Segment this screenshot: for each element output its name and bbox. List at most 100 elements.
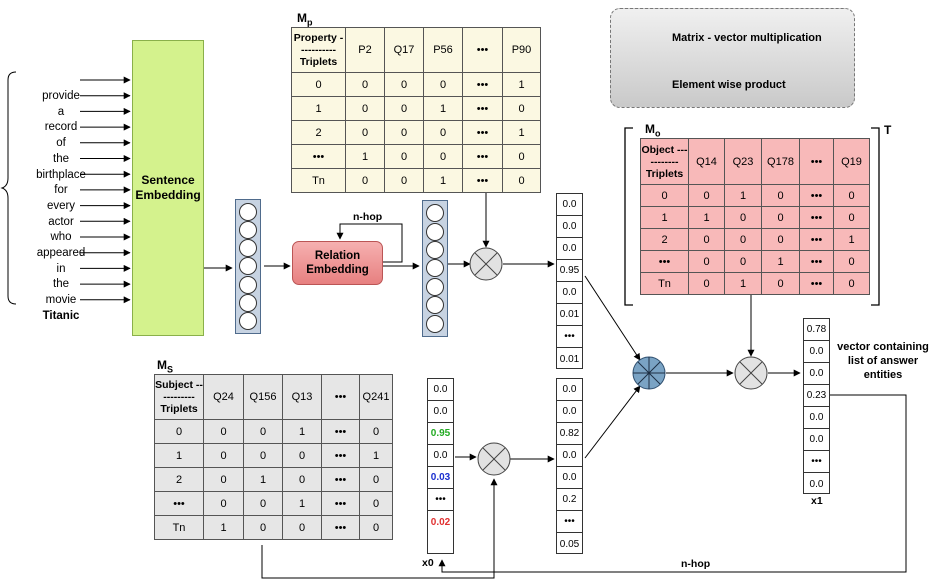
- matrix-cell: 0: [724, 250, 762, 273]
- vector-cell: •••: [557, 326, 582, 348]
- matrix-cell: •••: [462, 168, 503, 193]
- vector-cell: •••: [557, 511, 582, 533]
- nhop-loop-label: n-hop: [353, 211, 383, 223]
- matrix-cell: 0: [833, 250, 870, 273]
- matrix-header-cell: Object ----------- Triplets: [640, 138, 689, 185]
- nhop-return-label: n-hop: [681, 558, 711, 570]
- matrix-cell: 0: [384, 120, 424, 145]
- matrix-cell: 0: [761, 228, 800, 251]
- matrix-cell: 1: [345, 144, 385, 169]
- matrix-header-cell: •••: [799, 138, 834, 185]
- matrix-header-cell: Q156: [243, 374, 283, 420]
- matrix-cell: 0: [761, 272, 800, 295]
- matrix-cell: 0: [243, 491, 283, 516]
- sentence-word: record: [44, 121, 78, 134]
- matrix-cell: 1: [282, 419, 322, 444]
- sentence-embedding-block: Sentence Embedding: [132, 40, 204, 336]
- matrix-cell: 0: [384, 144, 424, 169]
- matrix-cell: 0: [688, 228, 725, 251]
- matrix-header-cell: Q14: [688, 138, 725, 185]
- matrix-vector-op-2: [477, 442, 511, 476]
- matrix-cell: 0: [761, 184, 800, 207]
- matrix-cell: 1: [724, 272, 762, 295]
- sentence-word: in: [56, 262, 66, 275]
- vector-cell: •••: [804, 451, 829, 473]
- matrix-cell: •••: [321, 467, 360, 492]
- legend-matrix-vector-label: Matrix - vector multiplication: [672, 32, 822, 44]
- vector-cell: 0.01: [559, 353, 580, 365]
- matrix-cell: 0: [688, 184, 725, 207]
- matrix-cell: •••: [799, 206, 834, 229]
- relation-embedding-block: Relation Embedding: [292, 241, 383, 285]
- vector-cell: 0.0: [428, 379, 453, 401]
- matrix-cell: 0: [345, 168, 385, 193]
- vector-cell: 0.0: [557, 194, 582, 216]
- vector-cell: 0.0: [557, 282, 582, 304]
- matrix-cell: 0: [203, 491, 244, 516]
- matrix-cell: 1: [640, 206, 689, 229]
- vector-cell: 0.01: [557, 304, 582, 326]
- matrix-cell: •••: [799, 250, 834, 273]
- matrix-cell: 0: [282, 515, 322, 540]
- matrix-header-cell: P90: [502, 27, 541, 73]
- vector-cell: 0.0: [557, 238, 582, 260]
- matrix-cell: •••: [640, 250, 689, 273]
- matrix-cell: 0: [384, 96, 424, 121]
- vector-cell: 0.0: [557, 216, 582, 238]
- legend-element-wise-label: Element wise product: [672, 79, 786, 91]
- matrix-cell: 1: [243, 467, 283, 492]
- matrix-cell: 0: [154, 419, 204, 444]
- matrix-cell: 0: [291, 72, 346, 97]
- mo-title: Mo: [645, 122, 661, 139]
- matrix-cell: •••: [799, 272, 834, 295]
- matrix-header-cell: Q241: [359, 374, 393, 420]
- vector-cell: 0.0: [804, 429, 829, 451]
- matrix-cell: •••: [321, 491, 360, 516]
- word-input-arrows: [80, 76, 131, 304]
- matrix-cell: •••: [291, 144, 346, 169]
- matrix-cell: 0: [423, 120, 463, 145]
- matrix-cell: •••: [462, 96, 503, 121]
- matrix-cell: •••: [321, 419, 360, 444]
- matrix-cell: 1: [502, 72, 541, 97]
- matrix-cell: 1: [282, 491, 322, 516]
- matrix-header-cell: P56: [423, 27, 463, 73]
- sentence-word: a: [57, 105, 65, 118]
- sentence-word: of: [56, 137, 66, 150]
- element-wise-op: [632, 356, 666, 390]
- matrix-cell: •••: [799, 228, 834, 251]
- matrix-cell: 0: [502, 96, 541, 121]
- matrix-header-cell: Q17: [384, 27, 424, 73]
- matrix-header-cell: Q24: [203, 374, 244, 420]
- matrix-cell: 1: [724, 184, 762, 207]
- matrix-cell: •••: [462, 144, 503, 169]
- matrix-cell: 0: [502, 144, 541, 169]
- matrix-cell: 0: [243, 515, 283, 540]
- vector-cell: 0.0: [557, 445, 582, 467]
- sentence-word: actor: [48, 215, 74, 228]
- sentence-brace: [0, 71, 17, 305]
- sentence-word: the: [53, 278, 69, 291]
- matrix-cell: Tn: [640, 272, 689, 295]
- matrix-cell: 0: [359, 515, 393, 540]
- matrix-cell: •••: [462, 72, 503, 97]
- matrix-cell: 0: [203, 419, 244, 444]
- matrix-cell: 0: [345, 120, 385, 145]
- ms-title: MS: [157, 358, 174, 375]
- matrix-header-cell: Q23: [724, 138, 762, 185]
- matrix-cell: 1: [502, 120, 541, 145]
- matrix-cell: 2: [291, 120, 346, 145]
- matrix-header-cell: Q178: [761, 138, 800, 185]
- matrix-header-cell: •••: [462, 27, 503, 73]
